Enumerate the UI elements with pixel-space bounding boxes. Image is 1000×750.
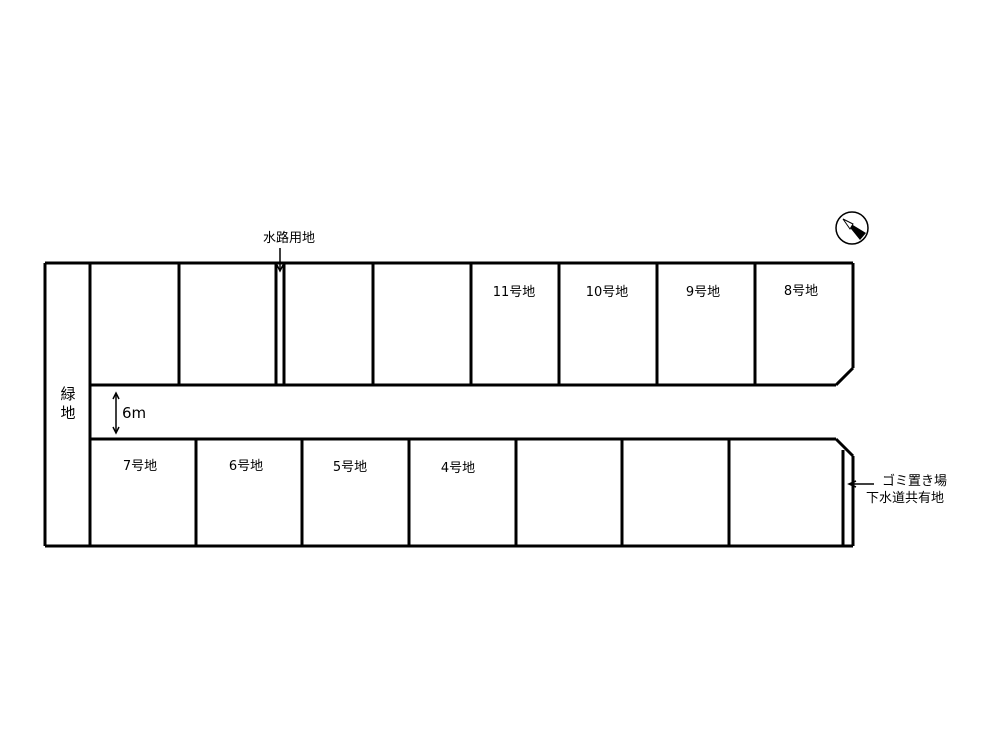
lot-9-label: 9号地: [686, 285, 720, 300]
waterway-label: 水路用地: [263, 230, 315, 246]
lot-6-label: 6号地: [229, 459, 263, 474]
road-width-arrow-icon: [112, 391, 120, 435]
lot-7-label: 7号地: [123, 459, 157, 474]
shared-sewer-label: 下水道共有地: [866, 491, 944, 506]
north-arrow-icon: [835, 211, 869, 245]
bottom-lot-row: [90, 437, 855, 546]
road-width-label: 6m: [122, 404, 146, 422]
lot-11-label: 11号地: [493, 285, 536, 300]
garbage-area-pointer-arrow: [847, 480, 874, 488]
top-lot-row: [90, 263, 855, 387]
waterway-pointer-arrow: [276, 248, 284, 273]
green-space-label-top: 緑: [60, 385, 75, 403]
lot-5-label: 5号地: [333, 460, 367, 475]
site-boundary: [43, 261, 853, 548]
lot-8-label: 8号地: [784, 284, 818, 299]
garbage-area-label: ゴミ置き場: [882, 473, 947, 489]
lot-4-label: 4号地: [441, 461, 475, 476]
lot-10-label: 10号地: [586, 285, 629, 300]
green-space-label-bottom: 地: [60, 404, 75, 422]
